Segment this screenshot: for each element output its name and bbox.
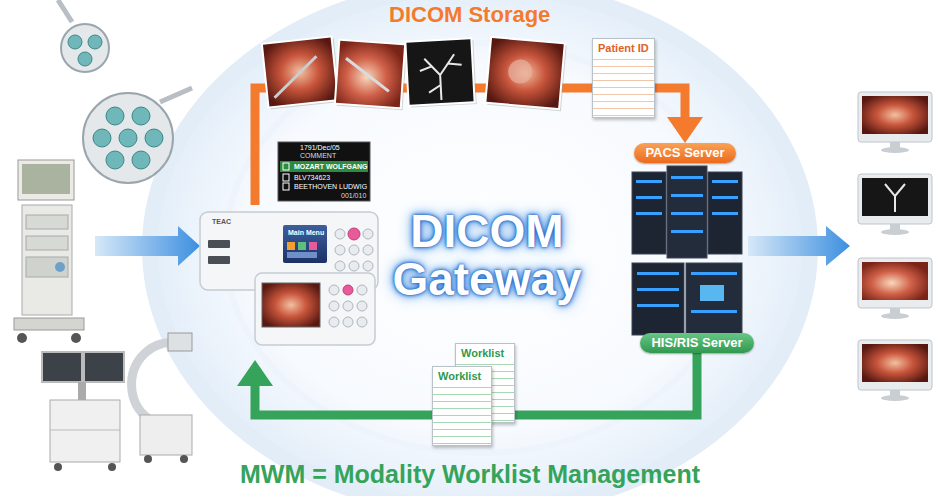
output-arrow: [748, 226, 850, 266]
surgical-light: [58, 0, 192, 183]
document-icon: Patient ID: [592, 38, 655, 118]
c-arm: [132, 333, 192, 463]
device-screen: [278, 142, 370, 201]
server-name: HIS/RIS Server: [651, 336, 742, 351]
arrow-head: [237, 360, 273, 386]
worklist-document: Worklist: [432, 366, 492, 446]
outer-ring: [150, 0, 810, 496]
screen-text: 001/010: [341, 192, 366, 199]
document-title: Worklist: [438, 370, 481, 383]
screen-text: BLV734623: [294, 174, 330, 181]
document-title: Patient ID: [598, 42, 649, 55]
surgery-photos: [262, 36, 567, 111]
screen-menu: Main Menu: [288, 229, 324, 236]
screen-text: BEETHOVEN LUDWIG: [294, 183, 367, 190]
screen-text: MOZART WOLFGANG: [294, 163, 368, 170]
document-title: Worklist: [461, 347, 504, 360]
server-rack: [632, 166, 742, 258]
input-arrow: [95, 226, 200, 266]
endoscopy-tower: [14, 160, 84, 343]
device-brand: TEAC: [212, 218, 231, 225]
gateway-title: DICOM Gateway: [367, 207, 607, 304]
monitor-cart: [42, 352, 124, 471]
arrow-head: [667, 117, 703, 143]
flow-label: MWM = Modality Worklist Management: [240, 461, 700, 489]
server-name: PACS Server: [645, 146, 724, 161]
screen-text: 1791/Dec/05: [300, 144, 340, 151]
flow-label: DICOM Storage: [389, 3, 550, 27]
viewer-monitor: [858, 92, 932, 401]
screen-text: COMMENT: [300, 152, 336, 159]
gateway-region: DICOM Gateway: [195, 205, 615, 360]
recorder-device: [255, 273, 375, 345]
server-label: HIS/RIS Server: [640, 333, 754, 353]
server-label: PACS Server: [634, 143, 736, 163]
server-rack: [632, 263, 742, 335]
